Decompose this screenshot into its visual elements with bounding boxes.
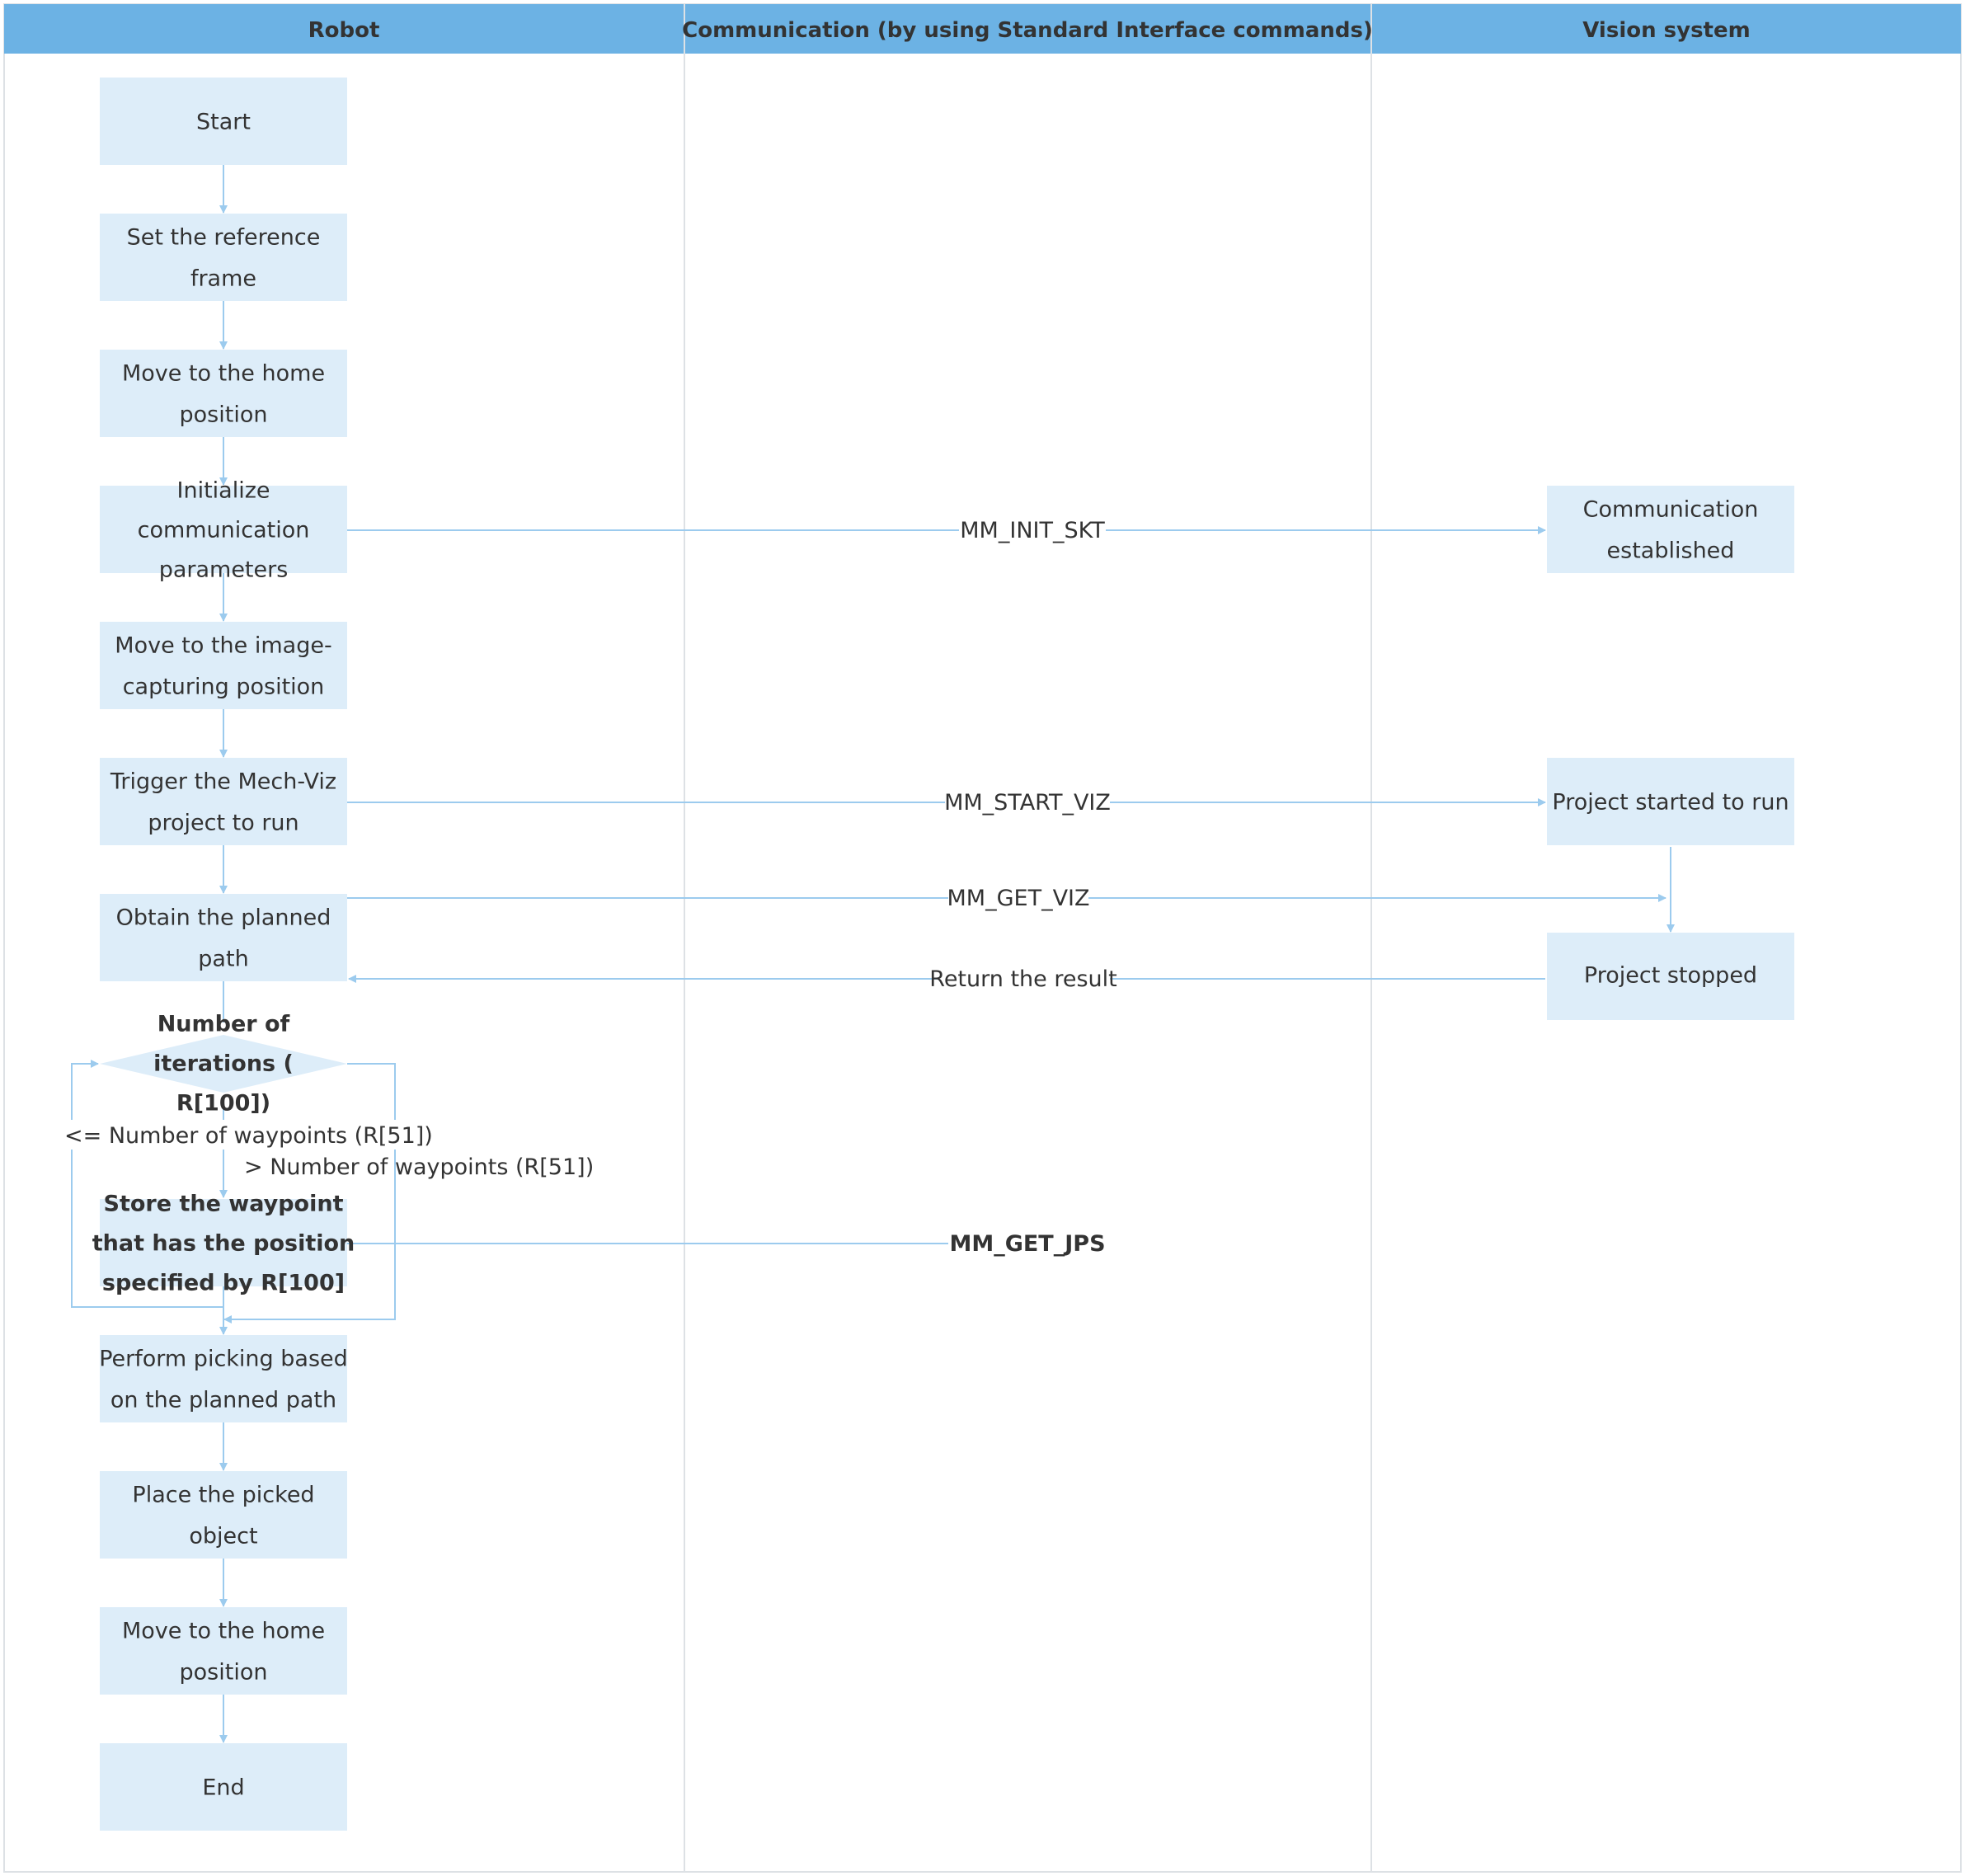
node-trigger-viz: Trigger the Mech-Viz project to run xyxy=(100,758,347,845)
node-communication-established: Communication established xyxy=(1547,486,1794,573)
node-label-line: Obtain the planned xyxy=(116,905,331,930)
node-move-home: Move to the home position xyxy=(100,350,347,437)
node-label-line: End xyxy=(202,1775,244,1800)
node-label: Store the waypoint that has the position s… xyxy=(92,1191,355,1295)
node-label-line: position xyxy=(180,402,268,427)
node-store-waypoint: Store the waypoint that has the position s… xyxy=(92,1191,355,1295)
node-label-line: Number of xyxy=(157,1011,290,1037)
label-mm-init-skt: MM_INIT_SKT xyxy=(960,518,1105,543)
node-label-line: R[100]) xyxy=(176,1090,270,1116)
message-labels: MM_INIT_SKT MM_START_VIZ MM_GET_VIZ Retu… xyxy=(64,515,1117,1257)
node-move-home: Move to the home position xyxy=(100,1607,347,1695)
header-bar xyxy=(4,4,1961,54)
node-label: Project stopped xyxy=(1584,962,1757,988)
node-label-line: object xyxy=(189,1523,257,1549)
node-start: Start xyxy=(100,78,347,165)
label-mm-get-viz: MM_GET_VIZ xyxy=(947,886,1090,911)
label-loop-condition-gt: > Number of waypoints (R[51]) xyxy=(244,1154,594,1180)
node-label-line: Perform picking based xyxy=(99,1346,348,1371)
vision-lane-nodes: Communication established Project started… xyxy=(1547,486,1794,1020)
node-label-line: capturing position xyxy=(123,674,325,699)
node-label-line: frame xyxy=(190,266,256,291)
node-label-line: on the planned path xyxy=(110,1387,336,1413)
node-end: End xyxy=(100,1743,347,1831)
node-label: Perform picking based on the planned path xyxy=(99,1346,348,1413)
label-mm-start-viz: MM_START_VIZ xyxy=(944,790,1111,816)
node-label: Project started to run xyxy=(1552,789,1789,815)
node-label-line: specified by R[100] xyxy=(102,1270,345,1295)
node-obtain-path: Obtain the planned path xyxy=(100,894,347,981)
node-label-line: Move to the home xyxy=(122,1618,325,1643)
node-label-line: project to run xyxy=(148,810,299,835)
node-label-line: Set the reference xyxy=(127,224,321,250)
node-label-line: Place the picked xyxy=(132,1482,314,1507)
node-label-line: Initialize xyxy=(177,477,270,503)
node-label-line: Move to the home xyxy=(122,360,325,386)
node-label-line: established xyxy=(1607,538,1735,563)
label-loop-condition-le: <= Number of waypoints (R[51]) xyxy=(64,1123,433,1149)
node-label: Move to the image-capturing position xyxy=(115,632,331,699)
node-label-line: that has the position xyxy=(92,1230,355,1256)
node-label-line: Project started to run xyxy=(1552,789,1789,815)
node-label: Number of iterations ( R[100]) xyxy=(153,1011,294,1116)
node-label-line: Trigger the Mech-Viz xyxy=(110,769,336,794)
node-project-started: Project started to run xyxy=(1547,758,1794,845)
lane-title-vision: Vision system xyxy=(1582,18,1750,43)
node-label-line: Project stopped xyxy=(1584,962,1757,988)
node-label-line: Store the waypoint xyxy=(104,1191,344,1216)
node-label: Trigger the Mech-Viz project to run xyxy=(110,769,336,835)
node-label-line: iterations ( xyxy=(153,1051,294,1076)
node-label-line: parameters xyxy=(159,557,289,582)
node-label-line: Communication xyxy=(1583,496,1759,522)
node-label-line: Move to the image- xyxy=(115,632,331,658)
node-label-line: position xyxy=(180,1659,268,1685)
node-label: Set the reference frame xyxy=(127,224,321,291)
node-initialize-communication: Initialize communication parameters xyxy=(100,477,347,582)
node-label: Move to the home position xyxy=(122,360,325,427)
node-label: Move to the home position xyxy=(122,1618,325,1685)
node-label-line: Start xyxy=(196,109,251,134)
node-label: Obtain the planned path xyxy=(116,905,331,971)
node-label-line: communication xyxy=(138,517,310,543)
node-move-capture-position: Move to the image-capturing position xyxy=(100,622,347,709)
node-iteration-decision: Number of iterations ( R[100]) xyxy=(100,1011,347,1116)
node-label: Place the picked object xyxy=(132,1482,314,1549)
node-label: End xyxy=(202,1775,244,1800)
robot-lane-nodes: Start Set the reference frame Move to the… xyxy=(92,78,355,1831)
node-project-stopped: Project stopped xyxy=(1547,933,1794,1020)
node-set-reference-frame: Set the reference frame xyxy=(100,214,347,301)
lane-headers: Robot Communication (by using Standard I… xyxy=(308,18,1751,43)
label-return-result: Return the result xyxy=(929,966,1116,992)
node-label: Communication established xyxy=(1583,496,1759,563)
lane-title-communication: Communication (by using Standard Interfa… xyxy=(682,18,1373,43)
label-mm-get-jps: MM_GET_JPS xyxy=(949,1231,1105,1257)
lane-title-robot: Robot xyxy=(308,18,380,43)
node-place-object: Place the picked object xyxy=(100,1471,347,1559)
node-label-line: path xyxy=(198,946,248,971)
loop-exit-connector xyxy=(223,1063,396,1324)
node-perform-picking: Perform picking based on the planned path xyxy=(99,1335,348,1422)
node-label: Start xyxy=(196,109,251,134)
node-label: Initialize communication parameters xyxy=(138,477,310,582)
loop-back-connector xyxy=(71,1060,224,1308)
